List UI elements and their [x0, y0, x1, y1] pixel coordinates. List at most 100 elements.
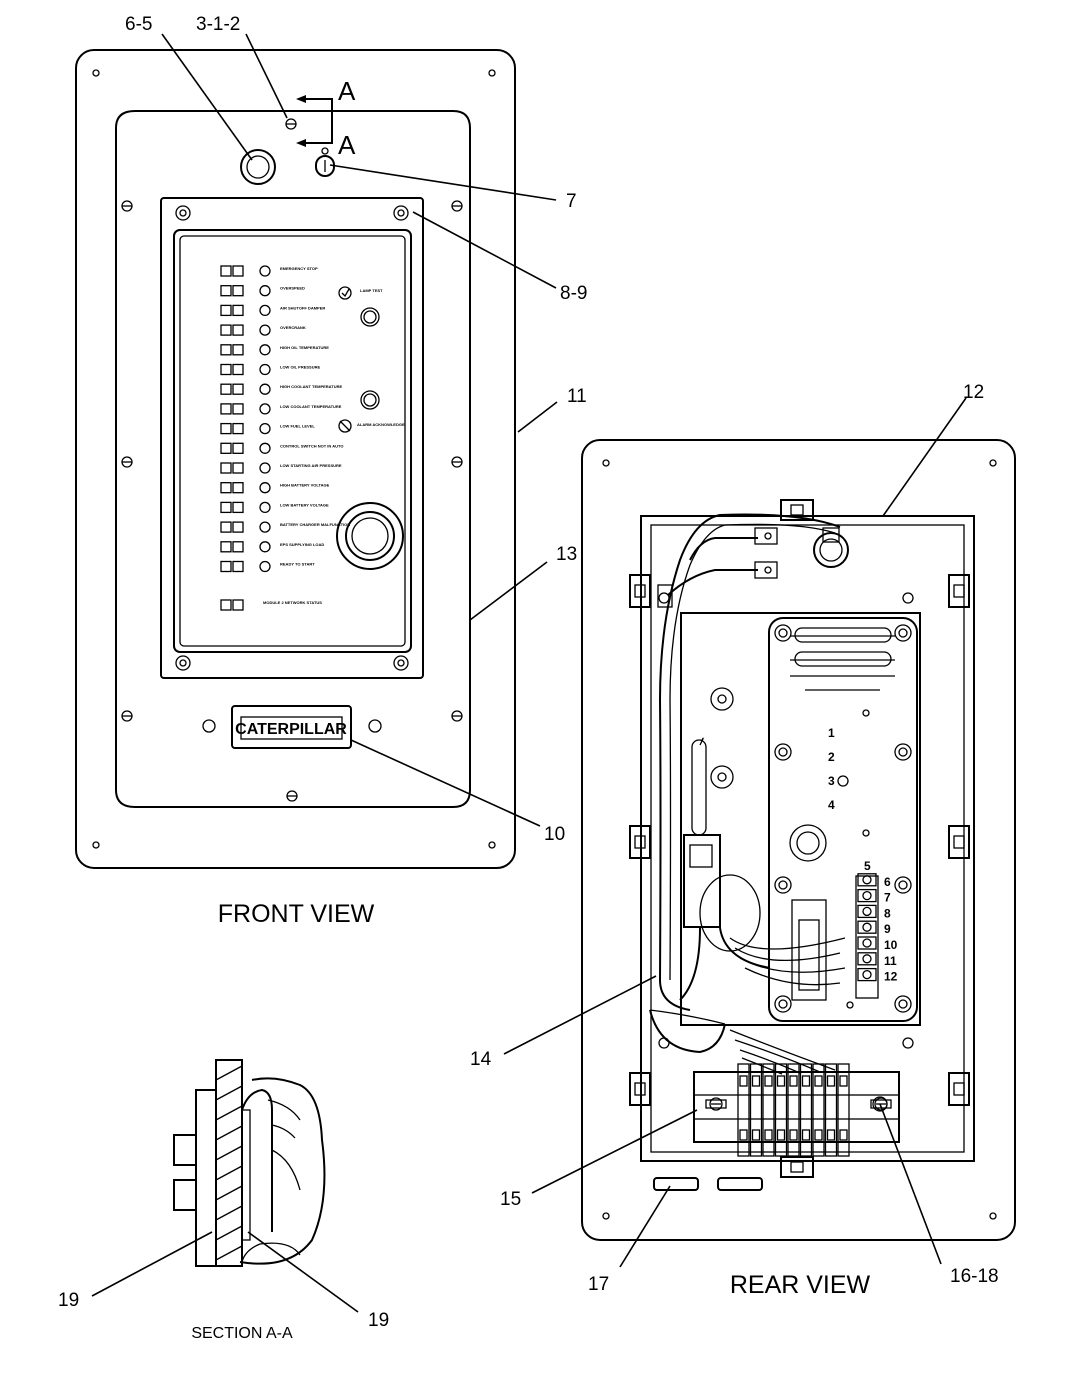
indicator-row: EPS SUPPLYING LOAD: [220, 541, 324, 553]
indicator-row: HIGH BATTERY VOLTAGE: [220, 482, 330, 494]
indicator-lamp-red: [220, 462, 232, 474]
indicator-lamp-amber: [232, 422, 244, 435]
terminal-number: 9: [884, 922, 891, 936]
callout-15: 15: [500, 1189, 521, 1210]
caterpillar-nameplate: CATERPILLAR: [202, 705, 382, 749]
section-arrows: A A: [296, 76, 356, 160]
module-number-4: 4: [828, 798, 835, 812]
indicator-label: OVERSPEED: [280, 286, 305, 291]
grommets: [653, 1177, 763, 1191]
indicator-symbol-icon: [259, 363, 271, 376]
section-view-title: SECTION A-A: [191, 1325, 293, 1342]
din-rail-assembly: [693, 1063, 900, 1157]
terminal-screw: [857, 888, 877, 903]
indicator-lamp-amber: [232, 482, 244, 494]
indicator-lamp-red: [220, 501, 232, 514]
callout-8-9: 8-9: [560, 283, 587, 304]
front-view-title: FRONT VIEW: [218, 900, 375, 928]
terminal-number: 8: [884, 906, 891, 920]
terminal-screw: [857, 920, 877, 934]
indicator-label: HIGH BATTERY VOLTAGE: [280, 483, 330, 488]
indicator-symbol-icon: [259, 265, 271, 277]
terminal-number: 6: [884, 875, 891, 889]
indicator-lamp-red: [220, 304, 232, 317]
module-number-2: 2: [828, 750, 835, 764]
annunciator-module: EMERGENCY STOP OVERSPEED AIR SHUTOFF DAMPE…: [160, 197, 424, 679]
indicator-lamp-amber: [232, 442, 244, 454]
indicator-symbol-icon: [259, 462, 271, 474]
callout-6-5: 6-5: [125, 14, 152, 35]
callout-13: 13: [556, 544, 577, 565]
module-number-1: 1: [828, 726, 835, 740]
indicator-row: LOW FUEL LEVEL: [220, 422, 315, 435]
panel-screws: [121, 118, 463, 802]
callout-19-left: 19: [58, 1290, 79, 1311]
terminal-screw: [857, 967, 877, 982]
terminal-screw-head: [862, 954, 872, 964]
callout-7: 7: [566, 191, 577, 212]
indicator-row: EMERGENCY STOP: [220, 265, 318, 277]
brand-logo: CATERPILLAR: [235, 721, 347, 738]
terminal-block: [787, 1063, 800, 1157]
wire-harness: [649, 513, 846, 1075]
indicator-lamp-amber: [232, 324, 244, 336]
terminal-number: 10: [884, 938, 898, 952]
indicator-lamp-red: [220, 324, 232, 336]
terminal-screw-head: [862, 969, 872, 980]
callout-19-right: 19: [368, 1310, 389, 1331]
terminal-screw-head: [862, 922, 872, 932]
indicator-lamp-red: [220, 422, 232, 435]
terminal-block: [799, 1063, 813, 1157]
terminal-block: [837, 1063, 850, 1157]
terminal-screw: [857, 952, 877, 966]
indicator-lamp-red: [220, 344, 232, 356]
terminal-screw: [857, 936, 877, 950]
terminal-screw-head: [862, 890, 872, 901]
terminal-number: 5: [864, 859, 871, 873]
indicator-lamp-red: [220, 541, 232, 553]
indicator-label: LOW COOLANT TEMPERATURE: [280, 404, 342, 409]
alarm-acknowledge-button: [360, 390, 380, 410]
lamp-test-button: [360, 307, 380, 327]
front-view: A A EMERGENCY STOP OVERSPEED AIR SHUTOFF D…: [75, 49, 516, 928]
switch-rear-body: [813, 527, 849, 568]
indicator-label: HIGH COOLANT TEMPERATURE: [280, 384, 342, 389]
indicator-symbol-icon: [259, 383, 271, 395]
indicator-symbol-icon: [259, 403, 271, 415]
callout-12: 12: [963, 382, 984, 403]
terminal-block: [824, 1063, 838, 1157]
rear-view-title: REAR VIEW: [730, 1271, 871, 1299]
indicator-lamp-amber: [232, 560, 244, 573]
terminal-block: [762, 1063, 775, 1157]
indicator-row: LOW COOLANT TEMPERATURE: [220, 403, 342, 415]
terminal-screw-head: [862, 906, 872, 917]
indicator-label: AIR SHUTOFF DAMPER: [280, 305, 325, 310]
indicator-lamp-red: [220, 383, 232, 395]
callout-11: 11: [567, 386, 587, 407]
indicator-lamp-red: [220, 363, 232, 376]
callout-14: 14: [470, 1049, 492, 1070]
indicator-symbol-icon: [259, 422, 271, 435]
indicator-lamp-amber: [232, 344, 244, 356]
terminal-block: [749, 1063, 763, 1157]
alarm-icon: ALARM ACKNOWLEDGE: [338, 419, 405, 433]
lamp-test-label: LAMP TEST: [360, 288, 383, 293]
indicator-lamp-red: [220, 482, 232, 494]
indicator-lamp-amber: [232, 383, 244, 395]
terminal-number: 12: [884, 970, 898, 984]
front-inner-panel: [115, 110, 471, 808]
terminal-block: [774, 1063, 788, 1157]
indicator-lamp-rows: EMERGENCY STOP OVERSPEED AIR SHUTOFF DAMPE…: [220, 265, 350, 573]
indicator-row: CONTROL SWITCH NOT IN AUTO: [220, 442, 343, 454]
indicator-row: LOW BATTERY VOLTAGE: [220, 501, 329, 514]
indicator-lamp-red: [220, 265, 232, 277]
indicator-label: EPS SUPPLYING LOAD: [280, 542, 324, 547]
callout-3-1-2: 3-1-2: [196, 14, 240, 35]
indicator-symbol-icon: [259, 521, 271, 533]
terminal-screw: [857, 904, 877, 919]
mounting-clips: [629, 499, 970, 1178]
indicator-label: LOW STARTING AIR PRESSURE: [280, 463, 342, 468]
indicator-lamp-amber: [232, 285, 244, 297]
alarm-acknowledge-label: ALARM ACKNOWLEDGE: [357, 422, 405, 427]
